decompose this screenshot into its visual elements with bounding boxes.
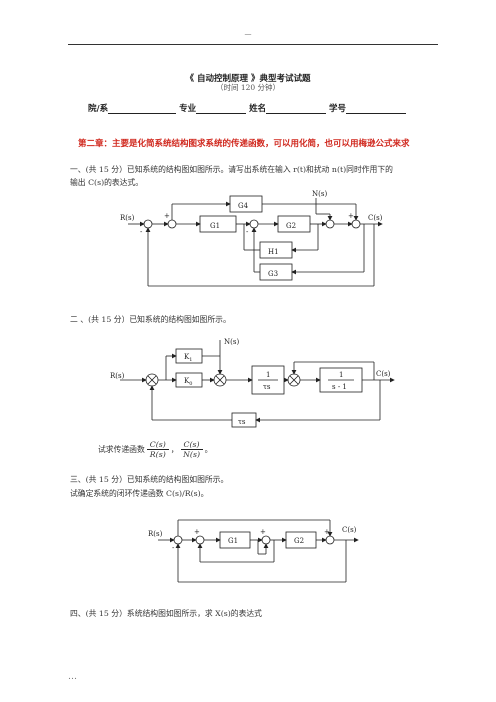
header-rule	[68, 44, 438, 45]
q2-lag-num: 1	[339, 371, 343, 379]
q2-feedback-block: τs	[238, 418, 246, 426]
q2-fraction-2: C(s) N(s)	[180, 440, 203, 459]
q3-block-diagram: R(s) C(s) G1 G2 + + + -	[148, 519, 359, 583]
q2-fraction-1: C(s) R(s)	[146, 440, 169, 459]
q2-input-label: R(s)	[110, 372, 125, 380]
q1-sign: +	[164, 212, 170, 220]
q1-sign: +	[348, 212, 354, 220]
q1-block-g1: G1	[210, 222, 220, 230]
q1-sign: -	[140, 228, 143, 236]
major-label: 专业	[179, 104, 197, 114]
q3-text-line1: 三、(共 15 分）已知系统的结构图如图所示。	[70, 475, 229, 484]
q1-text-line2: 输出 C(s)的表达式。	[70, 178, 144, 187]
page-header-mark: —	[244, 30, 252, 38]
exam-title: 《 自动控制原理 》典型考试试题	[185, 74, 311, 84]
q2-question: 试求传递函数 C(s) R(s) ， C(s) N(s) 。	[98, 440, 213, 459]
q3-text-line2: 试确定系统的闭环传递函数 C(s)/R(s)。	[70, 489, 209, 498]
dept-label: 院/系	[88, 104, 109, 114]
q1-disturbance-label: N(s)	[312, 190, 327, 198]
q2-int-num: 1	[266, 371, 270, 379]
q4-text-line1: 四、(共 15 分）系统结构图如图所示，求 X(s)的表达式	[70, 609, 262, 618]
q1-block-g3: G3	[268, 270, 278, 278]
q2-k1-label: K1	[184, 353, 192, 363]
q1-sign: -	[246, 228, 249, 236]
q3-block-g2: G2	[294, 537, 304, 545]
q1-block-h1: H1	[268, 248, 279, 256]
q2-lag-den: s - 1	[332, 383, 347, 391]
q2-output-label: C(s)	[376, 370, 391, 378]
q3-sign: -	[172, 544, 175, 552]
page-footer-mark: …	[68, 672, 77, 682]
chapter-heading: 第二章：主要是化简系统结构图求系统的传递函数，可以用化简，也可以用梅逊公式来求	[78, 139, 410, 149]
major-blank[interactable]	[196, 104, 247, 114]
q2-ask-prefix: 试求传递函数	[98, 445, 145, 454]
dept-blank[interactable]	[108, 104, 177, 114]
name-blank[interactable]	[266, 104, 327, 114]
q1-block-diagram: R(s) C(s) N(s) G4 G1 G2 H1 G3 - + - +	[120, 190, 383, 287]
q2-int-den: τs	[263, 383, 271, 391]
q3-sign: +	[260, 528, 266, 536]
q2-text-line1: 二 、(共 15 分）已知系统的结构图如图所示。	[70, 315, 231, 324]
q3-block-g1: G1	[228, 537, 238, 545]
q3-sign: +	[324, 528, 330, 536]
q1-output-label: C(s)	[368, 214, 383, 222]
q1-block-g4: G4	[238, 202, 249, 210]
id-label: 学号	[329, 104, 347, 114]
student-info-line: 院/系 专业 姓名 学号	[88, 102, 407, 114]
q3-output-label: C(s)	[342, 526, 357, 534]
q1-input-label: R(s)	[120, 214, 135, 222]
q3-sign: +	[194, 528, 200, 536]
q1-block-g2: G2	[286, 222, 296, 230]
q3-input-label: R(s)	[148, 530, 163, 538]
id-blank[interactable]	[346, 104, 407, 114]
q2-disturbance-label: N(s)	[224, 338, 239, 346]
name-label: 姓名	[249, 104, 267, 114]
q2-block-diagram: R(s) C(s) N(s) K1 K0 1 τs 1 s - 1 τs	[110, 338, 395, 428]
exam-time: （时间 120 分钟）	[215, 83, 281, 92]
q1-text-line1: 一、(共 15 分）已知系统的结构图如图所示。请写出系统在输入 r(t)和扰动 …	[70, 165, 393, 174]
q2-k0-label: K0	[184, 377, 192, 387]
